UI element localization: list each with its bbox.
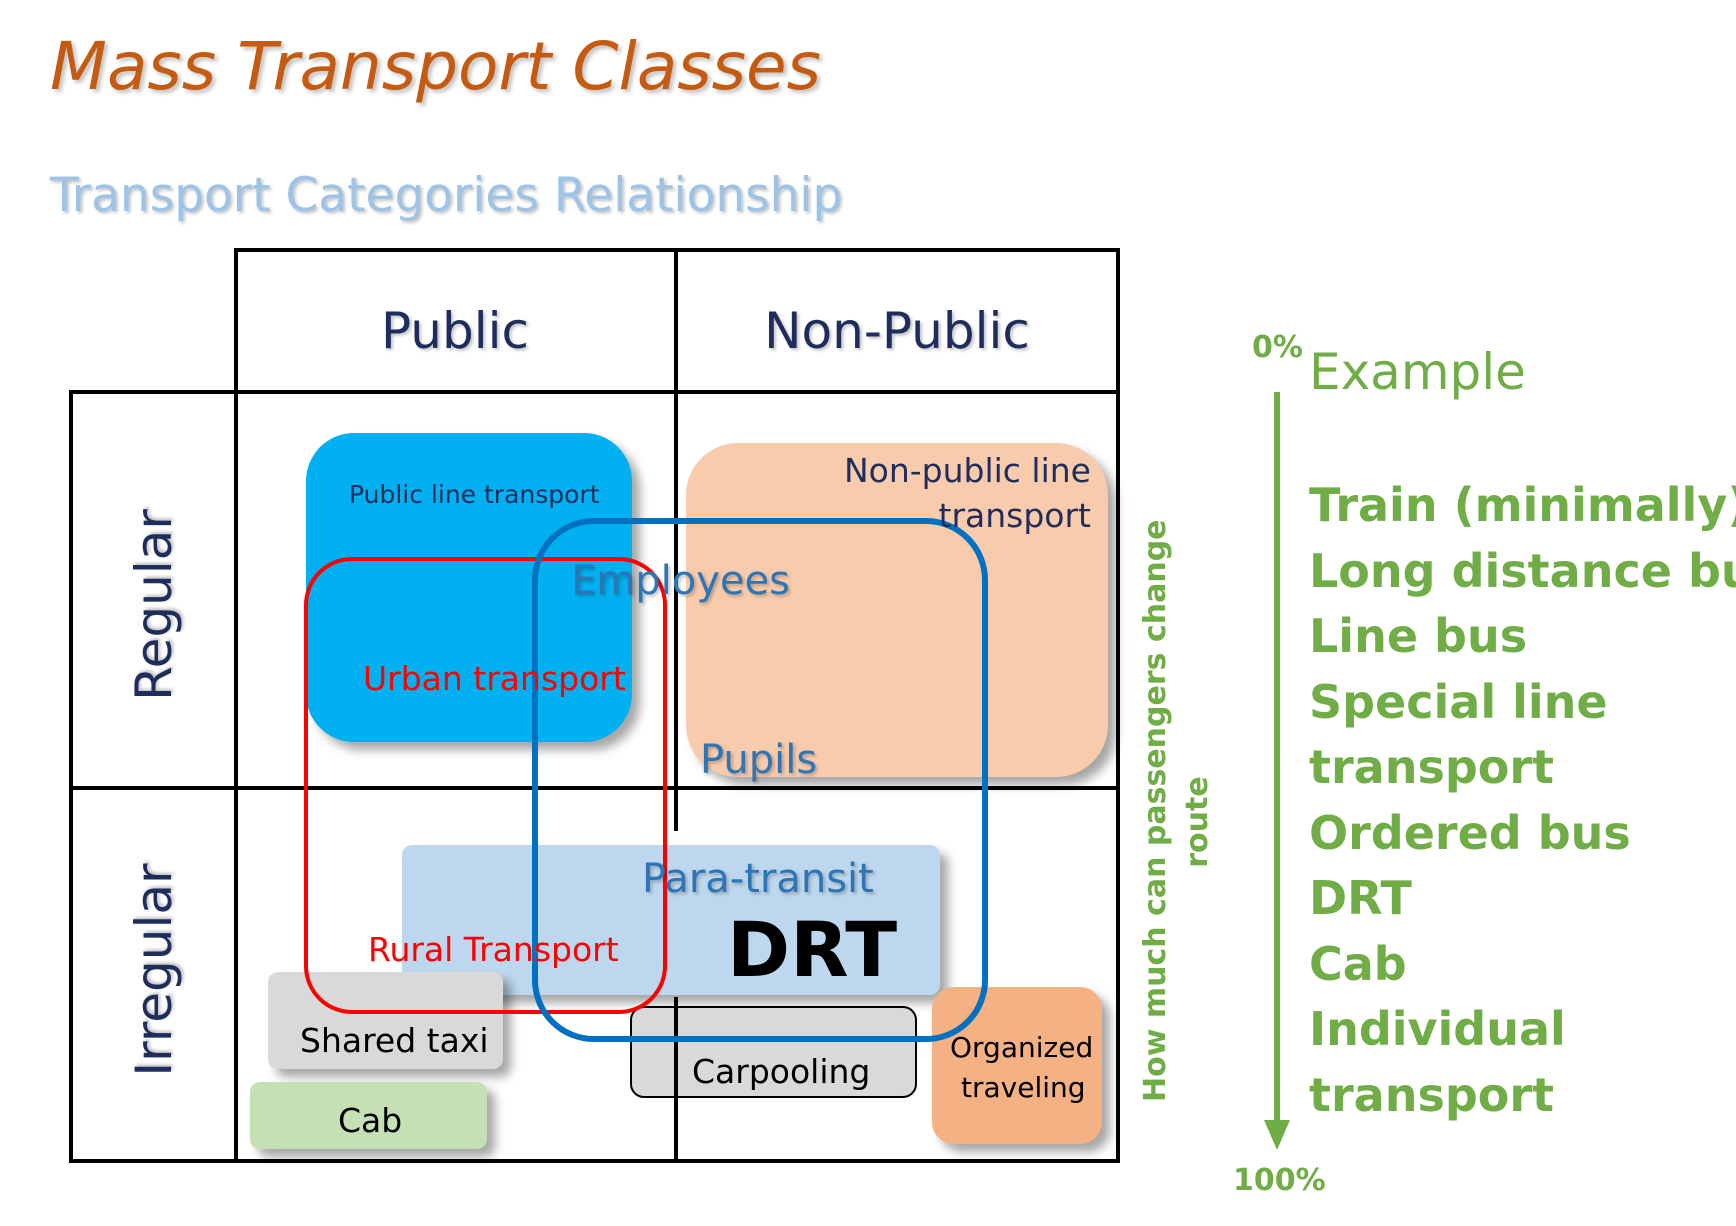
example-item: Special line [1309, 674, 1608, 729]
organized-traveling-label-2: traveling [961, 1071, 1086, 1104]
nonpublic-line-transport-box [686, 443, 1108, 777]
nonpublic-line-label-2: transport [938, 496, 1091, 535]
paratransit-label: Para-transit [642, 856, 874, 902]
urban-rural-outline [304, 557, 667, 1014]
example-item: DRT [1309, 871, 1412, 925]
cab-label: Cab [338, 1101, 403, 1140]
column-header-public: Public [381, 302, 529, 360]
scale-top-label: 0% [1252, 330, 1303, 365]
grid-line [69, 390, 1120, 394]
paratransit-box [402, 845, 940, 995]
example-item: transport [1309, 1067, 1555, 1122]
shared-taxi-box [268, 972, 503, 1069]
example-item: Line bus [1309, 609, 1528, 663]
example-item: Ordered bus [1309, 805, 1631, 860]
example-item: Individual [1309, 1002, 1566, 1056]
example-heading: Example [1309, 343, 1526, 401]
page-subtitle: Transport Categories Relationship [50, 168, 843, 223]
row-header-regular: Regular [125, 509, 183, 701]
scale-arrow [1262, 392, 1292, 1152]
urban-transport-label: Urban transport [363, 659, 626, 698]
example-item: Cab [1309, 936, 1407, 991]
scale-bottom-label: 100% [1233, 1163, 1326, 1198]
employees-label: Employees [571, 558, 790, 604]
example-item: Train (minimally) [1309, 478, 1736, 532]
grid-line [69, 786, 1120, 790]
example-list: Train (minimally) Long distance bus Line… [1309, 473, 1736, 1128]
grid-line [674, 248, 678, 831]
grid-line [234, 248, 238, 1163]
scale-axis-label: How much can passengers change route [1135, 519, 1225, 1102]
page-title: Mass Transport Classes [50, 28, 822, 105]
cab-box [250, 1082, 487, 1149]
scale-axis-label-line1: How much can passengers change [1138, 519, 1173, 1102]
drt-label: DRT [727, 905, 898, 994]
example-item: transport [1309, 740, 1555, 794]
scale-axis-label-line2: route [1180, 776, 1215, 868]
carpooling-label: Carpooling [692, 1052, 871, 1091]
employees-pupils-outline [532, 518, 988, 1042]
grid-line [1116, 248, 1120, 1163]
row-header-irregular: Irregular [125, 863, 183, 1077]
public-line-transport-box [306, 433, 632, 742]
example-item: Long distance bus [1309, 543, 1736, 598]
rural-transport-label: Rural Transport [368, 930, 619, 969]
nonpublic-line-label-1: Non-public line [843, 451, 1091, 490]
pupils-label: Pupils [700, 737, 818, 783]
grid-line [69, 390, 73, 1163]
column-header-nonpublic: Non-Public [764, 302, 1030, 360]
public-line-transport-label: Public line transport [349, 480, 600, 509]
grid-line [69, 1159, 1120, 1163]
organized-traveling-label-1: Organized [950, 1031, 1094, 1064]
grid-line [674, 997, 678, 1163]
shared-taxi-label: Shared taxi [300, 1021, 489, 1060]
